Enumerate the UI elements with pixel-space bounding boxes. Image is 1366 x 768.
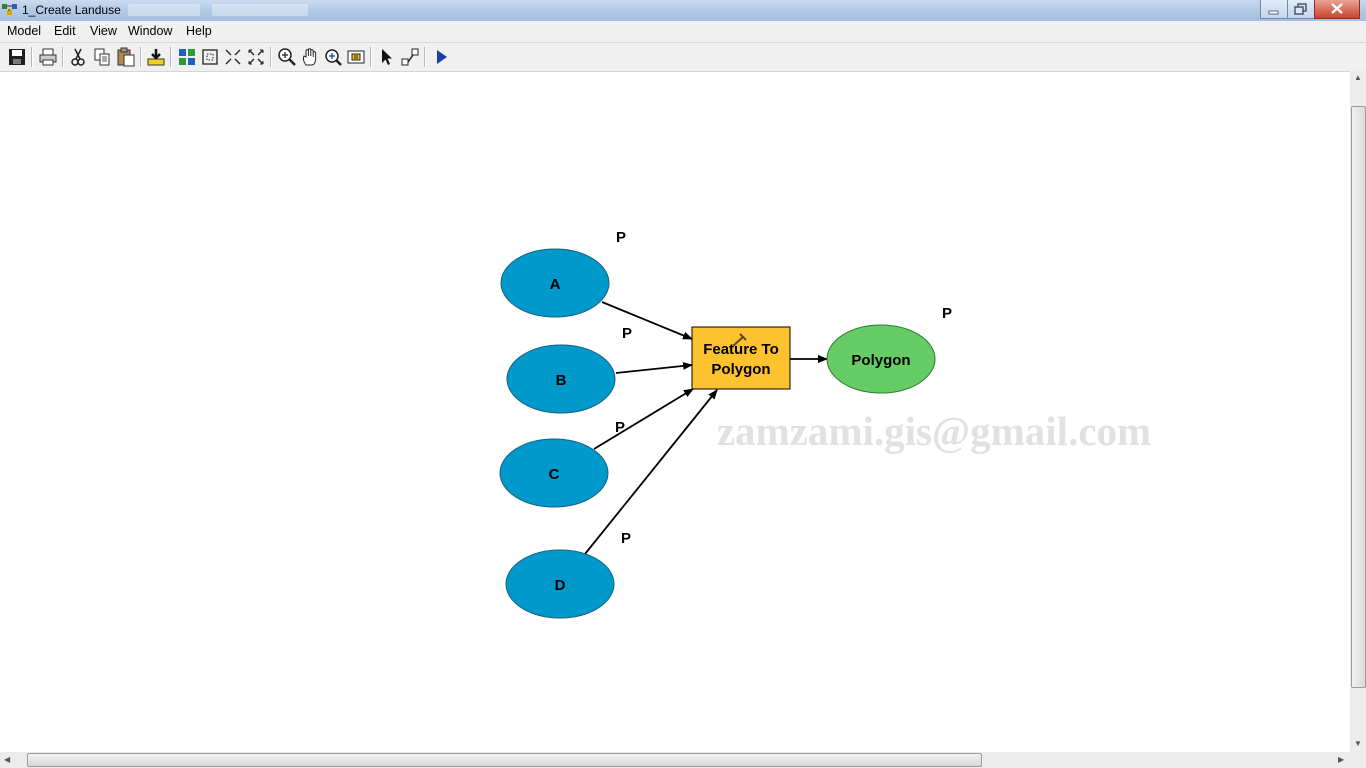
menu-model[interactable]: Model [7,24,42,38]
close-button[interactable] [1314,0,1360,19]
auto-layout-icon[interactable] [176,46,198,68]
input-node-label: C [549,466,560,483]
connector-c-to-tool[interactable] [593,388,694,450]
scroll-right-arrow-icon[interactable]: ▶ [1338,755,1345,764]
run-icon[interactable] [430,46,452,68]
cut-icon[interactable] [67,46,89,68]
input-node-c[interactable]: C [499,438,609,508]
toolbar-separator [424,47,426,67]
menu-bar: Model Edit View Window Help [0,21,1366,43]
magnify-icon[interactable] [322,46,344,68]
connector-d-to-tool[interactable] [584,389,718,555]
menu-window[interactable]: Window [128,24,173,38]
title-bar: 1_Create Landuse [0,0,1366,21]
parameter-marker: P [622,325,632,342]
vertical-scrollbar[interactable]: ▲ ▼ [1350,71,1366,752]
toolbar-separator [140,47,142,67]
print-icon[interactable] [37,46,59,68]
blurred-title-tab [212,4,308,16]
input-node-a[interactable]: A [500,248,610,318]
connector-b-to-tool[interactable] [615,361,693,374]
input-node-d[interactable]: D [505,549,615,619]
output-node-label: Polygon [851,352,910,369]
scroll-down-arrow-icon[interactable]: ▼ [1354,739,1362,748]
output-node-polygon[interactable]: Polygon [826,324,936,394]
parameter-marker: P [615,419,625,436]
input-node-label: D [555,577,566,594]
tool-label-line2: Polygon [711,361,770,378]
zoom-in-fixed-icon[interactable] [222,46,244,68]
menu-edit[interactable]: Edit [54,24,76,38]
restore-button[interactable] [1287,0,1315,19]
full-extent-icon[interactable] [199,46,221,68]
input-node-b[interactable]: B [506,344,616,414]
tool-label-line1: Feature To [703,341,779,358]
toolbar-separator [31,47,33,67]
horizontal-scroll-thumb[interactable] [27,753,982,767]
connect-icon[interactable] [399,46,421,68]
toolbar-separator [170,47,172,67]
menu-help[interactable]: Help [186,24,212,38]
watermark-text: zamzami.gis@gmail.com [717,408,1151,454]
model-builder-app-icon [2,4,17,15]
minimize-button[interactable] [1260,0,1288,19]
model-canvas[interactable]: A P B P C P D P Feature To Polygon [0,71,1350,753]
scroll-up-arrow-icon[interactable]: ▲ [1354,73,1362,82]
input-node-label: B [556,372,567,389]
pan-icon[interactable] [299,46,321,68]
connector-a-to-tool[interactable] [601,301,693,340]
save-icon[interactable] [6,46,28,68]
paste-icon[interactable] [115,46,137,68]
toolbar-separator [270,47,272,67]
add-data-icon[interactable] [145,46,167,68]
zoom-in-icon[interactable] [276,46,298,68]
parameter-marker: P [942,305,952,322]
vertical-scroll-thumb[interactable] [1351,106,1366,688]
window-title: 1_Create Landuse [22,3,121,17]
overview-icon[interactable] [345,46,367,68]
scroll-left-arrow-icon[interactable]: ◀ [4,755,11,764]
toolbar-separator [370,47,372,67]
parameter-marker: P [621,530,631,547]
input-node-label: A [550,276,561,293]
horizontal-scrollbar[interactable]: ◀ ▶ [0,752,1350,768]
zoom-out-fixed-icon[interactable] [245,46,267,68]
hammer-icon [732,333,747,347]
parameter-marker: P [616,229,626,246]
toolbar [0,43,1366,71]
select-icon[interactable] [376,46,398,68]
model-diagram: A P B P C P D P Feature To Polygon [499,229,1151,619]
scrollbar-corner [1350,752,1366,768]
menu-view[interactable]: View [90,24,117,38]
blurred-title-tab [128,4,200,16]
tool-node-feature-to-polygon[interactable]: Feature To Polygon [691,326,791,390]
copy-icon[interactable] [91,46,113,68]
toolbar-separator [62,47,64,67]
